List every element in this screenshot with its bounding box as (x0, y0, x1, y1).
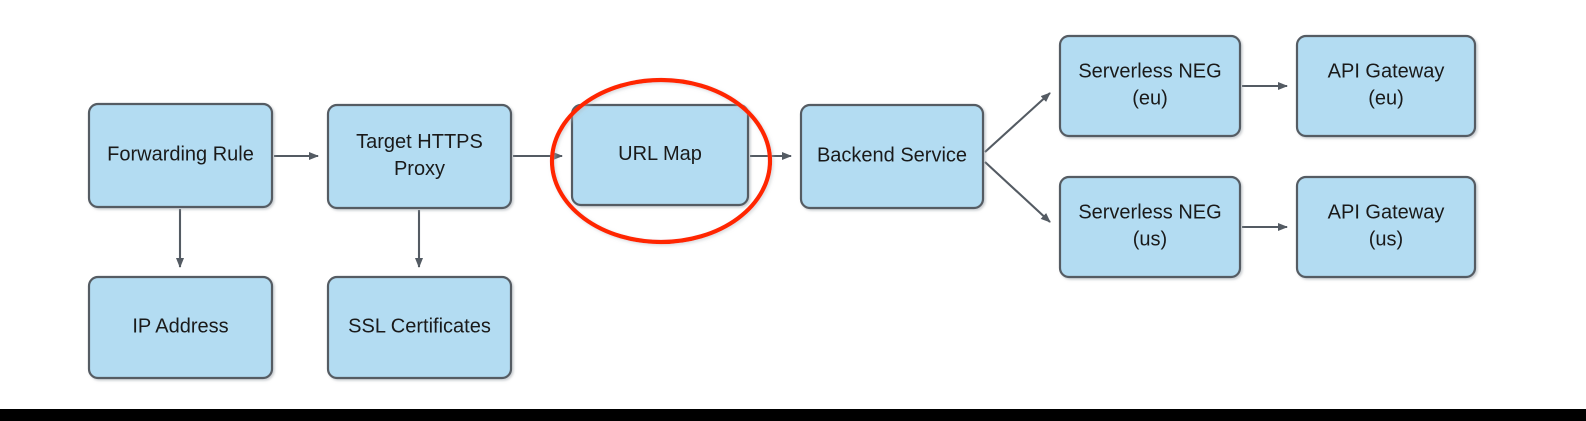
node-api-gateway-eu[interactable]: API Gateway(eu) (1295, 34, 1477, 138)
edge-backend-service-to-neg-us (984, 161, 1051, 223)
node-box-ip-address (87, 275, 274, 380)
node-label-api-gateway-us: API Gateway(us) (1328, 202, 1445, 251)
node-box-api-gateway-eu (1295, 34, 1477, 138)
node-url-map[interactable]: URL Map (570, 103, 750, 207)
node-ssl-certificates[interactable]: SSL Certificates (326, 275, 513, 380)
node-label-url-map: URL Map (618, 143, 702, 165)
node-forwarding-rule[interactable]: Forwarding Rule (87, 102, 274, 209)
node-api-gateway-us[interactable]: API Gateway(us) (1295, 175, 1477, 279)
node-label-backend-service: Backend Service (817, 145, 967, 167)
node-label-serverless-neg-us: Serverless NEG(us) (1078, 202, 1221, 251)
node-box-ssl-certificates (326, 275, 513, 380)
node-box-serverless-neg-eu (1058, 34, 1242, 138)
node-label-ip-address: IP Address (132, 316, 228, 338)
node-label-forwarding-rule: Forwarding Rule (107, 144, 254, 166)
edges-layer (176, 82, 1288, 268)
node-backend-service[interactable]: Backend Service (799, 103, 985, 210)
node-ip-address[interactable]: IP Address (87, 275, 274, 380)
highlight-layer (549, 77, 773, 245)
node-box-serverless-neg-us (1058, 175, 1242, 279)
node-label-api-gateway-eu: API Gateway(eu) (1328, 61, 1445, 110)
node-box-api-gateway-us (1295, 175, 1477, 279)
node-box-forwarding-rule (87, 102, 274, 209)
node-serverless-neg-eu[interactable]: Serverless NEG(eu) (1058, 34, 1242, 138)
node-box-backend-service (799, 103, 985, 210)
node-label-ssl-certificates: SSL Certificates (348, 316, 491, 338)
node-box-target-https-proxy (326, 103, 513, 210)
node-box-url-map (570, 103, 750, 207)
edge-backend-service-to-neg-eu (984, 92, 1051, 153)
node-serverless-neg-us[interactable]: Serverless NEG(us) (1058, 175, 1242, 279)
url-map-highlight (549, 77, 773, 245)
node-label-serverless-neg-eu: Serverless NEG(eu) (1078, 61, 1221, 110)
bottom-black-bar (0, 409, 1586, 421)
